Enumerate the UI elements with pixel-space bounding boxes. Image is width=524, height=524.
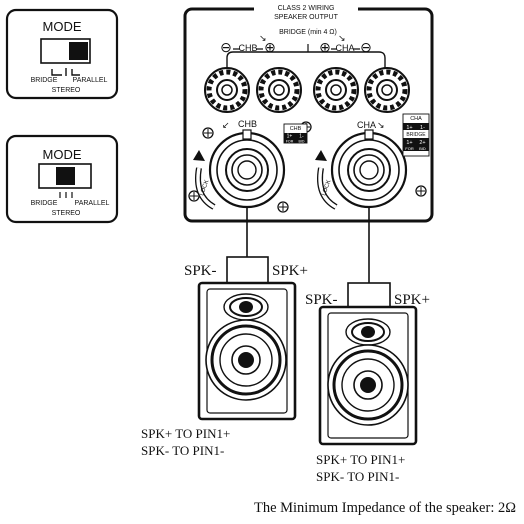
- cha-top-label: CHA: [335, 43, 354, 53]
- bridge-bracket: [226, 51, 386, 68]
- speaker-neg-label: SPK-: [305, 292, 338, 308]
- cha-lock-label: LOCK: [321, 179, 332, 196]
- mode-right-label: PARALLEL: [73, 77, 108, 84]
- cha-pin-table-title: CHA: [410, 116, 422, 122]
- cha-speakon-label: CHA: [357, 120, 376, 130]
- chb-neg-icon: ⊖: [220, 39, 232, 55]
- cha-pin-table: CHA 1+ 1- BRIDGE 1+ 2+ FOR BID: [402, 113, 430, 157]
- chb-lightning-icon: ↘: [259, 33, 267, 43]
- screw-icon: [277, 201, 289, 213]
- chb-pin-cell: 1-: [299, 134, 304, 140]
- chb-speakon-label: CHB: [238, 119, 257, 129]
- speaker-cabinet: [318, 305, 418, 446]
- binding-post-chb-neg[interactable]: [204, 67, 250, 113]
- mode-slider-knob[interactable]: [56, 167, 75, 185]
- mode-title: MODE: [43, 147, 82, 162]
- mode-title: MODE: [43, 19, 82, 34]
- chb-pin-cell: BID: [299, 140, 305, 144]
- chb-top-label: CHB: [238, 43, 257, 53]
- panel-header-line2: SPEAKER OUTPUT: [274, 14, 339, 21]
- cha-speakon-connector[interactable]: [330, 129, 408, 209]
- cha-pin-cell: 2+: [419, 140, 425, 146]
- mode-position-marks: [59, 192, 73, 198]
- mode-switch-stereo: MODE BRIDGE PARALLEL STEREO: [5, 134, 119, 224]
- bridge-label: BRIDGE (min 4 Ω): [279, 29, 337, 36]
- binding-post-chb-pos[interactable]: [256, 67, 302, 113]
- mode-bottom-label: STEREO: [52, 87, 81, 94]
- cha-pin-table-bridge: BRIDGE: [406, 132, 426, 138]
- speaker-terminal-box: [347, 282, 391, 308]
- screw-icon: [415, 185, 427, 197]
- speaker-neg-label: SPK-: [184, 263, 217, 279]
- minimum-impedance-note: The Minimum Impedance of the speaker: 2Ω: [254, 500, 516, 516]
- chb-lock-label: LOCK: [199, 179, 210, 196]
- mode-switch-parallel: MODE BRIDGE PARALLEL STEREO: [5, 8, 119, 100]
- chb-speakon-lightning-icon: ↙: [222, 120, 230, 130]
- cha-lock-arrow-icon: [315, 150, 338, 210]
- mode-slider-knob[interactable]: [69, 42, 88, 60]
- chb-lock-arrow-icon: [193, 150, 216, 210]
- cha-pin-cell: BID: [419, 146, 426, 151]
- mode-left-label: BRIDGE: [31, 200, 58, 207]
- mode-bottom-label: STEREO: [52, 210, 81, 217]
- binding-post-cha-pos[interactable]: [313, 67, 359, 113]
- speaker-pos-label: SPK+: [272, 263, 308, 279]
- cha-pin-cell: 1+: [406, 140, 412, 146]
- mode-right-label: PARALLEL: [75, 200, 110, 207]
- mode-position-marks: [51, 68, 80, 76]
- speaker-pin-line1: SPK+ TO PIN1+: [316, 452, 405, 467]
- chb-pin-table-title: CHB: [290, 126, 302, 132]
- panel-header-line1: CLASS 2 WIRING: [278, 5, 335, 12]
- chb-pin-cell: 1+: [287, 134, 293, 140]
- chb-pos-icon: ⊕: [264, 39, 276, 55]
- cha-neg-icon: ⊖: [360, 39, 372, 55]
- chb-pin-cell: FOR: [286, 140, 294, 144]
- speaker-right: SPK- SPK+ SPK+ TO PIN1+ SPK- TO PIN1-: [305, 282, 430, 484]
- speaker-pin-line2: SPK- TO PIN1-: [316, 469, 399, 484]
- cha-pos-icon: ⊕: [319, 39, 331, 55]
- speaker-output-panel: CLASS 2 WIRING SPEAKER OUTPUT BRIDGE (mi…: [183, 3, 434, 223]
- cha-pin-cell: 1-: [420, 125, 425, 131]
- speaker-terminal-box: [226, 256, 269, 284]
- cha-lightning-icon: ↘: [338, 33, 346, 43]
- cha-pin-cell: 1+: [406, 125, 412, 131]
- chb-speakon-connector[interactable]: [208, 129, 286, 209]
- binding-post-cha-neg[interactable]: [364, 67, 410, 113]
- screw-icon: [202, 127, 214, 139]
- panel-header-bg: [254, 3, 358, 26]
- mode-left-label: BRIDGE: [31, 77, 58, 84]
- cha-speakon-lightning-icon: ↘: [377, 120, 385, 130]
- speaker-pos-label: SPK+: [394, 292, 430, 308]
- speaker-cabinet: [197, 281, 297, 421]
- cha-pin-cell: FOR: [405, 146, 414, 151]
- chb-pin-table: CHB 1+ 1- FOR BID: [283, 123, 308, 144]
- speaker-left: SPK- SPK+ SPK+ TO PIN1+ SPK- TO PIN1-: [141, 256, 308, 458]
- speaker-pin-line2: SPK- TO PIN1-: [141, 443, 224, 458]
- speaker-pin-line1: SPK+ TO PIN1+: [141, 426, 230, 441]
